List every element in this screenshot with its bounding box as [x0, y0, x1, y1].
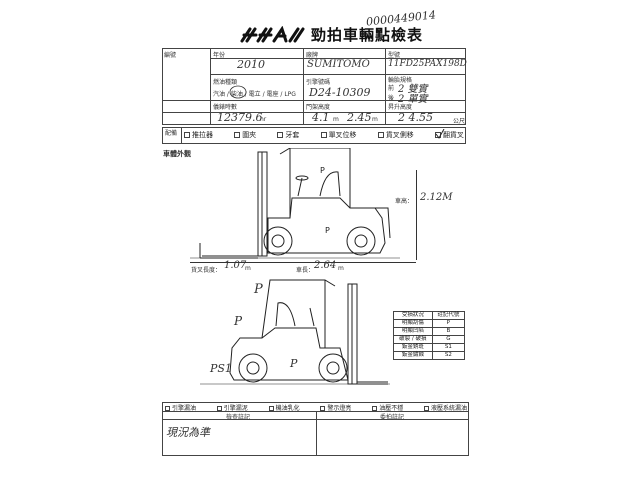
fuel-options: 汽油 / 柴油 / 電立 / 電座 / LPG — [213, 91, 296, 98]
year-value: 2010 — [237, 58, 265, 71]
checkbox-clamp[interactable] — [234, 132, 241, 138]
model-value: 11FD25PAX198D — [388, 59, 467, 69]
fork-length-value: 1.07 — [224, 260, 247, 271]
checkbox-engine-oil-leak[interactable] — [165, 406, 170, 411]
issue-warning-light[interactable]: 警示燈亮 — [320, 403, 351, 412]
fuel-label: 燃油種類 — [213, 79, 238, 86]
mast-label: 門架高度 — [306, 104, 331, 111]
issue-engine-oil-leak[interactable]: 引擎漏油 — [165, 403, 196, 412]
checkbox-warning-light[interactable] — [320, 406, 326, 411]
tire-label: 輪胎規格 — [388, 77, 413, 84]
engine-no-value: D24-10309 — [309, 86, 371, 99]
brand-value: SUMITOMO — [307, 59, 370, 70]
legend-header: 受損狀況 註記代號 — [393, 311, 466, 320]
serial-no-label: 編號 — [164, 52, 177, 59]
option-side-shift[interactable]: 貨叉側移 — [377, 130, 414, 140]
body-length-unit: m — [338, 265, 344, 272]
info-table — [162, 48, 466, 125]
fork-length-label: 貨叉長度： — [191, 267, 222, 274]
checkbox-push-pull[interactable] — [184, 132, 190, 138]
checkbox-unstable-pressure[interactable] — [372, 406, 378, 411]
company-logo — [240, 26, 305, 43]
fuel-selected-circle — [229, 85, 247, 99]
damage-mark-p-wheel: P — [290, 357, 298, 370]
inspection-notes-label: 檢查註記 — [226, 414, 251, 421]
checkbox-single-fork-shift[interactable] — [320, 132, 327, 138]
svg-text:P: P — [320, 166, 325, 175]
option-tooth-cover[interactable]: 牙套 — [277, 130, 299, 140]
brand-label: 廠牌 — [306, 52, 319, 59]
lift-height-unit: 公尺 — [453, 118, 466, 125]
meter-unit: hr — [260, 116, 267, 123]
option-single-fork-shift[interactable]: 單叉位移 — [320, 130, 357, 140]
damage-mark-p-top: P — [254, 282, 263, 297]
tire-front-value: 2 雙實 — [398, 84, 428, 95]
inspection-notes-table — [162, 402, 469, 456]
option-rotator[interactable]: 翻貨叉 — [434, 129, 464, 140]
body-exterior-label: 車體外觀 — [163, 150, 191, 158]
option-clamp[interactable]: 圍夾 — [234, 130, 256, 140]
issue-oil-emulsion[interactable]: 機油乳化 — [268, 403, 300, 412]
body-length-label: 車長： — [296, 267, 315, 274]
height-label: 車高： — [395, 198, 414, 205]
mast-value-2: 2.45 — [347, 111, 372, 124]
issue-engine-mud-leak[interactable]: 引擎漏泥 — [216, 403, 248, 412]
year-label: 年份 — [213, 52, 226, 59]
inspection-note-handwritten: 現況為準 — [166, 426, 210, 439]
height-value: 2.12M — [420, 192, 453, 203]
page-title: 勁拍車輛點檢表 — [311, 26, 424, 44]
issue-hydraulic-leak[interactable]: 液壓系統漏油 — [423, 403, 467, 412]
options-list: 推拉器 圍夾 牙套 單叉位移 貨叉側移 翻貨叉 — [184, 129, 464, 140]
lift-height-value: 2 4.55 — [398, 111, 433, 124]
option-push-pull[interactable]: 推拉器 — [184, 130, 213, 140]
checkbox-side-shift[interactable] — [377, 132, 384, 138]
tire-rear-value: 2 單實 — [398, 94, 428, 105]
engine-no-label: 引擎號碼 — [306, 79, 331, 86]
options-row — [162, 127, 466, 144]
options-label: 配備 — [165, 130, 178, 137]
checkbox-tooth-cover[interactable] — [277, 132, 284, 138]
auction-notes-label: 委拍註記 — [380, 414, 405, 421]
forklift-opposite-side-view — [200, 279, 390, 385]
lift-height-label: 昇升高度 — [388, 104, 413, 111]
checkbox-hydraulic-leak[interactable] — [423, 406, 429, 411]
checkbox-oil-emulsion[interactable] — [268, 406, 274, 411]
model-label: 型號 — [388, 52, 401, 59]
svg-text:P: P — [325, 226, 330, 235]
body-length-value: 2.64 — [314, 260, 337, 271]
mast-value: 4.1 — [312, 111, 330, 124]
tire-rear-label: 後 — [388, 95, 395, 102]
checkbox-rotator-checked[interactable] — [434, 129, 445, 139]
meter-label: 儀錶時數 — [213, 104, 238, 111]
mast-unit: m — [333, 116, 339, 123]
checkbox-engine-mud-leak[interactable] — [216, 406, 222, 411]
fork-length-unit: m — [245, 265, 251, 272]
forklift-side-view: P P — [190, 148, 400, 259]
meter-value: 12379.6 — [217, 111, 263, 124]
damage-mark-ps1: PS1 — [210, 362, 232, 375]
damage-mark-p-left: P — [234, 314, 243, 328]
tire-front-label: 前 — [388, 85, 395, 92]
mast-unit-2: m — [372, 116, 378, 123]
issues-list: 引擎漏油 引擎漏泥 機油乳化 警示燈亮 油壓不穩 液壓系統漏油 — [165, 403, 467, 412]
issue-unstable-pressure[interactable]: 油壓不穩 — [372, 403, 403, 412]
